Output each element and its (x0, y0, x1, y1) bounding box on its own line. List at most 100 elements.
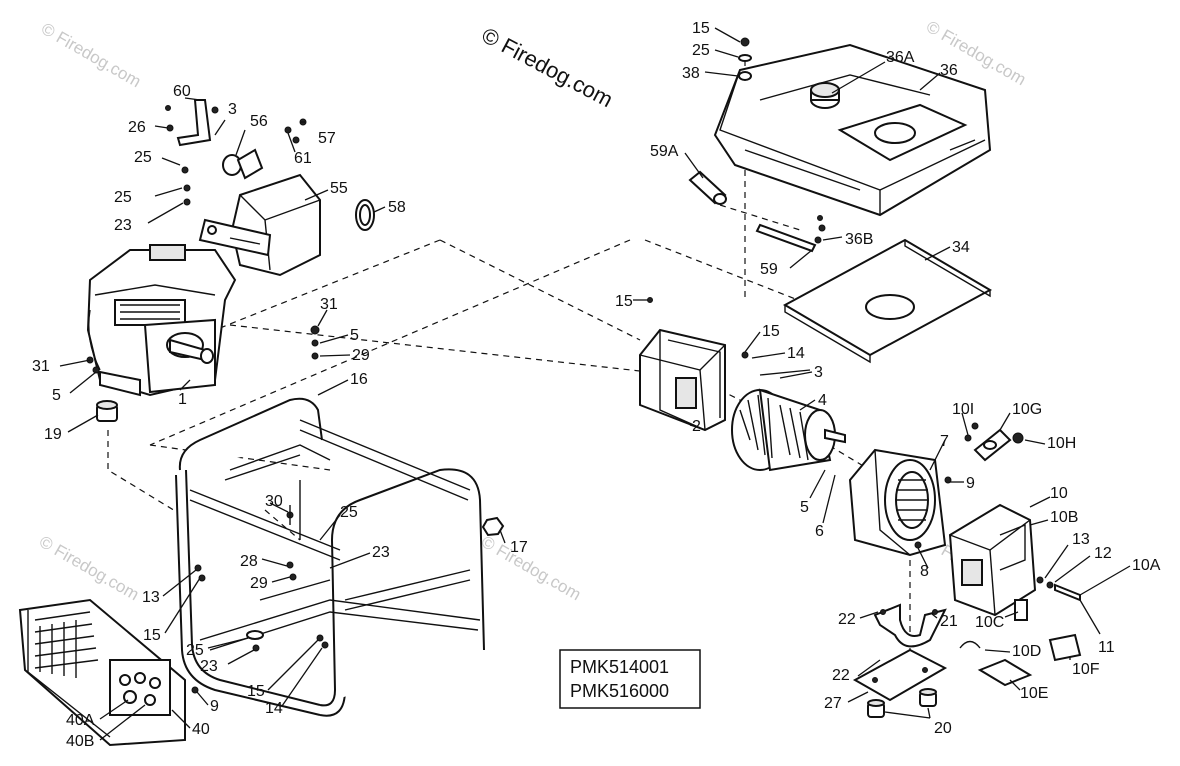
callout-40a: 40A (66, 712, 95, 729)
callout-23-lower: 23 (200, 658, 218, 675)
callout-26: 26 (128, 119, 146, 136)
callout-40: 40 (192, 721, 210, 738)
watermark-center: © Firedog.com (478, 22, 617, 112)
callout-15-housing: 15 (762, 323, 780, 340)
callout-2: 2 (692, 418, 701, 435)
callout-20: 20 (934, 720, 952, 737)
callout-22-lower: 22 (832, 667, 850, 684)
callout-10i: 10I (952, 401, 974, 418)
callout-25-bracket: 25 (134, 149, 152, 166)
callout-28: 28 (240, 553, 258, 570)
fuel-cap (810, 82, 840, 109)
rubber-mount (96, 400, 118, 422)
callout-6: 6 (815, 523, 824, 540)
callout-3-bolt: 3 (814, 364, 823, 381)
tank-bracket (782, 238, 993, 364)
frame (175, 397, 485, 717)
rotor (731, 369, 846, 472)
callout-25-lower: 25 (186, 642, 204, 659)
callout-5-engine: 5 (52, 387, 61, 404)
watermark-bottom-left: © Firedog.com (36, 532, 142, 604)
callout-11: 11 (1098, 639, 1115, 656)
callout-36: 36 (940, 62, 958, 79)
stator (848, 448, 947, 557)
callout-10e: 10E (1020, 685, 1048, 702)
callout-61: 61 (294, 150, 312, 167)
callout-16: 16 (350, 371, 368, 388)
callout-17: 17 (510, 539, 528, 556)
callout-1: 1 (178, 391, 187, 408)
callout-10a: 10A (1132, 557, 1161, 574)
callout-8: 8 (920, 563, 929, 580)
callout-9-panel: 9 (210, 698, 219, 715)
callout-25-frame: 25 (340, 504, 358, 521)
callout-59: 59 (760, 261, 778, 278)
rear-housing (639, 297, 749, 432)
callout-34: 34 (952, 239, 970, 256)
callout-10g: 10G (1012, 401, 1042, 418)
fuel-tank (713, 43, 992, 217)
callout-29-frame: 29 (250, 575, 268, 592)
callout-15-rear: 15 (615, 293, 633, 310)
callout-13-frame: 13 (142, 589, 160, 606)
engine (86, 244, 237, 397)
callout-10f: 10F (1072, 661, 1100, 678)
callout-23-muffler: 23 (114, 217, 132, 234)
callout-21: 21 (940, 613, 958, 630)
callout-56: 56 (250, 113, 268, 130)
muffler (198, 173, 321, 277)
callout-14: 14 (787, 345, 805, 362)
callout-25: 25 (692, 42, 710, 59)
callout-23-frame: 23 (372, 544, 390, 561)
engine-mount-hardware (86, 325, 320, 374)
model-number-box: PMK514001 PMK516000 (559, 649, 701, 709)
callout-15-lower: 15 (247, 683, 265, 700)
callout-27: 27 (824, 695, 842, 712)
callout-labels: 15 25 38 36A 36 59A 36B 59 34 15 15 14 3… (32, 20, 1161, 750)
callout-19: 19 (44, 426, 62, 443)
callout-12: 12 (1094, 545, 1112, 562)
rubber-feet (867, 688, 937, 718)
tank-fasteners (738, 37, 752, 81)
watermark-bottom-center: © Firedog.com (478, 532, 584, 604)
callout-9-stator: 9 (966, 475, 975, 492)
watermark-top-left: © Firedog.com (38, 19, 144, 91)
callout-57: 57 (318, 130, 336, 147)
end-cover-hardware (914, 422, 1082, 687)
callout-7: 7 (940, 433, 949, 450)
callout-60: 60 (173, 83, 191, 100)
muffler-flange (222, 148, 264, 180)
model-number-1: PMK514001 (570, 657, 669, 677)
model-number-2: PMK516000 (570, 681, 669, 701)
end-cover (948, 503, 1037, 617)
callout-25-muffler: 25 (114, 189, 132, 206)
callout-55: 55 (330, 180, 348, 197)
fuel-filter (688, 170, 727, 205)
callout-4: 4 (818, 392, 827, 409)
callout-10c: 10C (975, 614, 1004, 631)
assembly-dashed-lines (107, 60, 911, 650)
callout-10d: 10D (1012, 643, 1041, 660)
callout-13-cover: 13 (1072, 531, 1090, 548)
muffler-bracket (165, 99, 212, 206)
callout-38: 38 (682, 65, 700, 82)
callout-29-mount: 29 (352, 347, 370, 364)
callout-10: 10 (1050, 485, 1068, 502)
leader-lines (59, 27, 1131, 741)
callout-36b: 36B (845, 231, 873, 248)
control-panel (18, 598, 199, 747)
callout-31-mount: 31 (320, 296, 338, 313)
fuel-line (755, 215, 826, 253)
callout-10b: 10B (1050, 509, 1078, 526)
callout-14-lower: 14 (265, 700, 283, 717)
spark-arrestor (355, 199, 375, 231)
mount-bracket (873, 603, 947, 648)
callout-36a: 36A (886, 49, 915, 66)
callout-30: 30 (265, 493, 283, 510)
callout-10h: 10H (1047, 435, 1076, 452)
callout-22-upper: 22 (838, 611, 856, 628)
callout-58: 58 (388, 199, 406, 216)
callout-59a: 59A (650, 143, 679, 160)
callout-3-bracket: 3 (228, 101, 237, 118)
frame-hardware (194, 505, 329, 652)
